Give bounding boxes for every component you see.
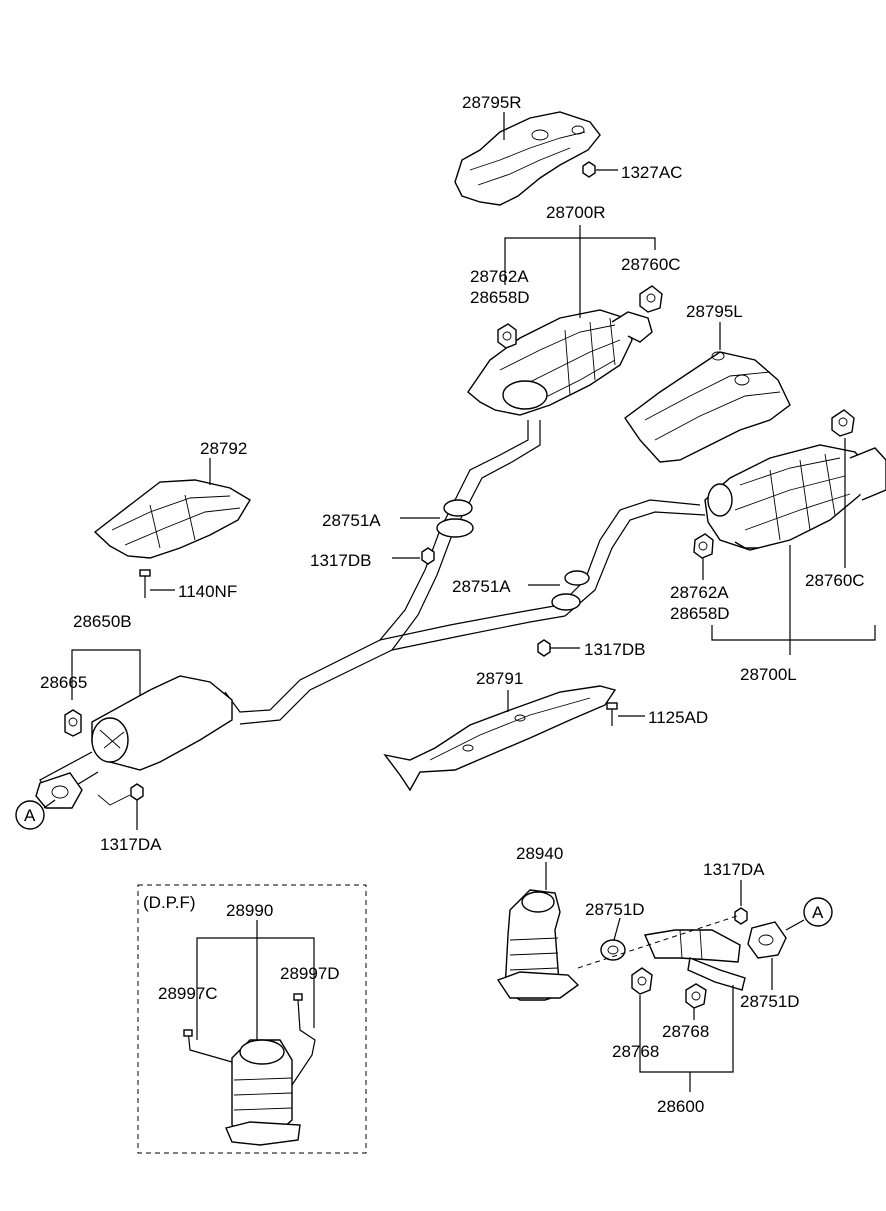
hanger-28665 bbox=[64, 709, 82, 737]
label-28990: 28990 bbox=[226, 901, 273, 920]
label-28658D-right: 28658D bbox=[470, 288, 530, 307]
hanger-28762A-left bbox=[693, 533, 714, 559]
hanger-28760C-right bbox=[639, 285, 663, 313]
leader-28990-bracket bbox=[196, 937, 315, 1040]
label-28795L: 28795L bbox=[686, 302, 743, 321]
label-1317DB-1: 1317DB bbox=[310, 551, 371, 570]
leader-ref-a-right bbox=[785, 919, 805, 931]
heat-shield-28795L bbox=[624, 351, 791, 463]
bolt-1140NF bbox=[139, 569, 151, 598]
label-ref-a-right: A bbox=[812, 903, 824, 922]
gasket-28751D-1 bbox=[600, 939, 626, 961]
assembly-line-front-pipe bbox=[577, 914, 741, 969]
muffler-28700L bbox=[704, 444, 886, 551]
label-1317DA-1: 1317DA bbox=[100, 835, 162, 854]
leader-28600-bracket bbox=[639, 985, 734, 1073]
label-28658D-left: 28658D bbox=[670, 604, 730, 623]
label-28751D-2: 28751D bbox=[740, 992, 800, 1011]
sensor-28997D bbox=[291, 993, 316, 1086]
nut-1317DB-2 bbox=[537, 639, 551, 657]
sensor-28997C bbox=[183, 1029, 233, 1063]
reference-circle-a-left bbox=[15, 800, 45, 830]
label-1327AC: 1327AC bbox=[621, 163, 682, 182]
dpf-converter-28990 bbox=[225, 1039, 301, 1146]
hanger-28768-2 bbox=[685, 983, 707, 1009]
hanger-28760C-left bbox=[831, 409, 855, 437]
leader-1317DA-stud bbox=[97, 794, 131, 806]
gasket-28751A-1 bbox=[436, 499, 474, 538]
leader-28700L-bracket bbox=[711, 625, 876, 641]
leader-28650B-bracket bbox=[71, 649, 141, 700]
hanger-28768-1 bbox=[631, 967, 653, 995]
dpf-box bbox=[137, 884, 367, 1154]
label-28751D-1: 28751D bbox=[585, 900, 645, 919]
label-1317DB-2: 1317DB bbox=[584, 640, 645, 659]
label-28751A-2: 28751A bbox=[452, 577, 511, 596]
label-1125AD: 1125AD bbox=[648, 708, 708, 727]
label-28700L: 28700L bbox=[740, 665, 797, 684]
catalytic-converter-28940 bbox=[496, 889, 580, 1001]
label-28650B: 28650B bbox=[73, 612, 132, 631]
muffler-28650B bbox=[35, 675, 233, 809]
label-28665: 28665 bbox=[40, 673, 87, 692]
leader-28751D-1 bbox=[613, 917, 621, 941]
label-28791: 28791 bbox=[476, 669, 523, 688]
nut-1327AC bbox=[582, 161, 596, 178]
label-28795R: 28795R bbox=[462, 93, 522, 112]
exhaust-pipe-main bbox=[224, 420, 706, 725]
label-dpf: (D.P.F) bbox=[143, 893, 196, 912]
label-ref-a-left: A bbox=[24, 806, 36, 825]
label-28768-1: 28768 bbox=[612, 1042, 659, 1061]
label-28762A-right: 28762A bbox=[470, 267, 529, 286]
label-1140NF: 1140NF bbox=[178, 582, 237, 601]
nut-1317DB-1 bbox=[421, 547, 435, 565]
hanger-28762A-right bbox=[497, 323, 517, 349]
heat-shield-28791 bbox=[383, 685, 617, 792]
bolt-1125AD bbox=[606, 702, 618, 726]
nut-1317DA-2 bbox=[734, 907, 748, 925]
label-28600: 28600 bbox=[657, 1097, 704, 1116]
gasket-28751D-2 bbox=[747, 921, 787, 959]
label-28760C-right: 28760C bbox=[621, 255, 681, 274]
gasket-28751A-2 bbox=[551, 570, 590, 611]
muffler-28700R bbox=[467, 309, 653, 416]
label-1317DA-2: 1317DA bbox=[703, 860, 765, 879]
label-28997D: 28997D bbox=[280, 964, 340, 983]
label-28792: 28792 bbox=[200, 439, 247, 458]
label-28751A-1: 28751A bbox=[322, 511, 381, 530]
heat-shield-28792 bbox=[93, 479, 251, 559]
front-pipe-28600 bbox=[644, 929, 746, 991]
label-28700R: 28700R bbox=[546, 203, 606, 222]
leader-ref-a-left bbox=[43, 799, 56, 809]
heat-shield-28795R bbox=[454, 111, 601, 206]
label-28997C: 28997C bbox=[158, 984, 218, 1003]
label-28762A-left: 28762A bbox=[670, 583, 729, 602]
label-28768-2: 28768 bbox=[662, 1022, 709, 1041]
label-28940: 28940 bbox=[516, 844, 563, 863]
label-28760C-left: 28760C bbox=[805, 571, 865, 590]
reference-circle-a-right bbox=[803, 897, 833, 927]
nut-1317DA-1 bbox=[130, 783, 144, 801]
